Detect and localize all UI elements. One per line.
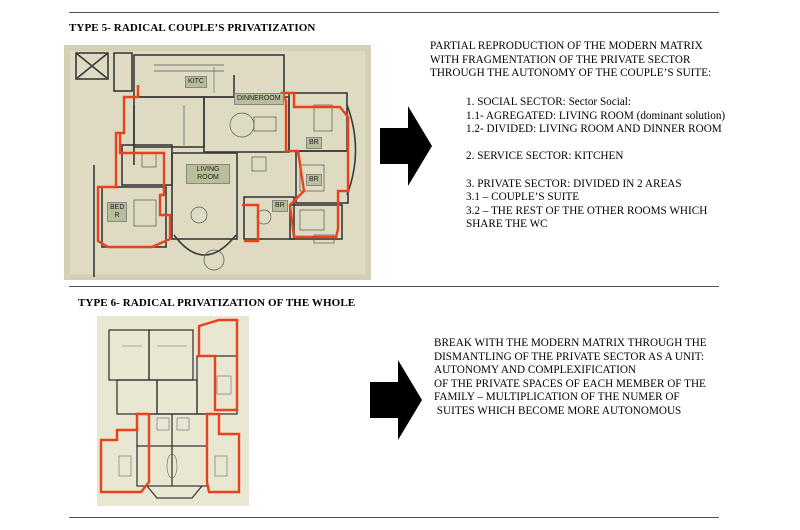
list-item: 3.1 – COUPLE’S SUITE <box>466 191 580 204</box>
type6-line: BREAK WITH THE MODERN MATRIX THROUGH THE <box>434 337 707 349</box>
room-label-br-top: BR <box>306 137 322 149</box>
list-gap <box>466 164 725 178</box>
list-item: 3.2 – THE REST OF THE OTHER ROOMS WHICH <box>466 204 708 217</box>
type5-intro: PARTIAL REPRODUCTION OF THE MODERN MATRI… <box>430 40 711 81</box>
type5-floor-plan <box>64 45 371 280</box>
middle-divider <box>69 286 719 287</box>
type6-description: BREAK WITH THE MODERN MATRIX THROUGH THE… <box>434 337 707 419</box>
list-item: SHARE THE WC <box>466 218 548 231</box>
type5-intro-line: WITH FRAGMENTATION OF THE PRIVATE SECTOR <box>430 53 691 66</box>
type6-line: OF THE PRIVATE SPACES OF EACH MEMBER OF … <box>434 377 706 390</box>
list-item: 1.1- AGREGATED: LIVING ROOM (dominant so… <box>466 109 726 122</box>
room-label-kitchen: KITC <box>185 76 207 88</box>
top-divider <box>69 12 719 13</box>
room-label-dinner: DINNEROOM <box>234 93 284 105</box>
room-label-br-bottom: BR <box>272 200 288 212</box>
type6-line: AUTONOMY AND COMPLEXIFICATION <box>434 364 637 377</box>
bottom-divider <box>69 517 719 518</box>
type5-heading: TYPE 5- RADICAL COUPLE’S PRIVATIZATION <box>69 22 316 34</box>
type6-line: SUITES WHICH BECOME MORE AUTONOMOUS <box>434 404 682 417</box>
type6-floor-plan <box>97 316 249 506</box>
type6-line: FAMILY – MULTIPLICATION OF THE NUMER OF <box>434 391 680 404</box>
type5-intro-line: PARTIAL REPRODUCTION OF THE MODERN MATRI… <box>430 40 703 52</box>
list-gap <box>466 137 725 151</box>
room-label-bed-left: BED R <box>107 202 127 222</box>
arrow-right-icon <box>370 360 422 440</box>
room-label-living: LIVING ROOM <box>186 164 230 184</box>
list-item: 1.2- DIVIDED: LIVING ROOM AND DINNER ROO… <box>466 123 722 136</box>
list-item: 2. SERVICE SECTOR: KITCHEN <box>466 150 624 163</box>
list-item: 1. SOCIAL SECTOR: Sector Social: <box>466 96 632 108</box>
type6-line: DISMANTLING OF THE PRIVATE SECTOR AS A U… <box>434 350 705 363</box>
type5-intro-line: THROUGH THE AUTONOMY OF THE COUPLE’S SUI… <box>430 67 712 80</box>
list-item: 3. PRIVATE SECTOR: DIVIDED IN 2 AREAS <box>466 177 682 190</box>
type5-sector-list: 1. SOCIAL SECTOR: Sector Social: 1.1- AG… <box>466 96 725 232</box>
room-label-br-mid: BR <box>306 174 322 186</box>
type6-heading: TYPE 6- RADICAL PRIVATIZATION OF THE WHO… <box>78 297 356 309</box>
arrow-right-icon <box>380 106 432 186</box>
